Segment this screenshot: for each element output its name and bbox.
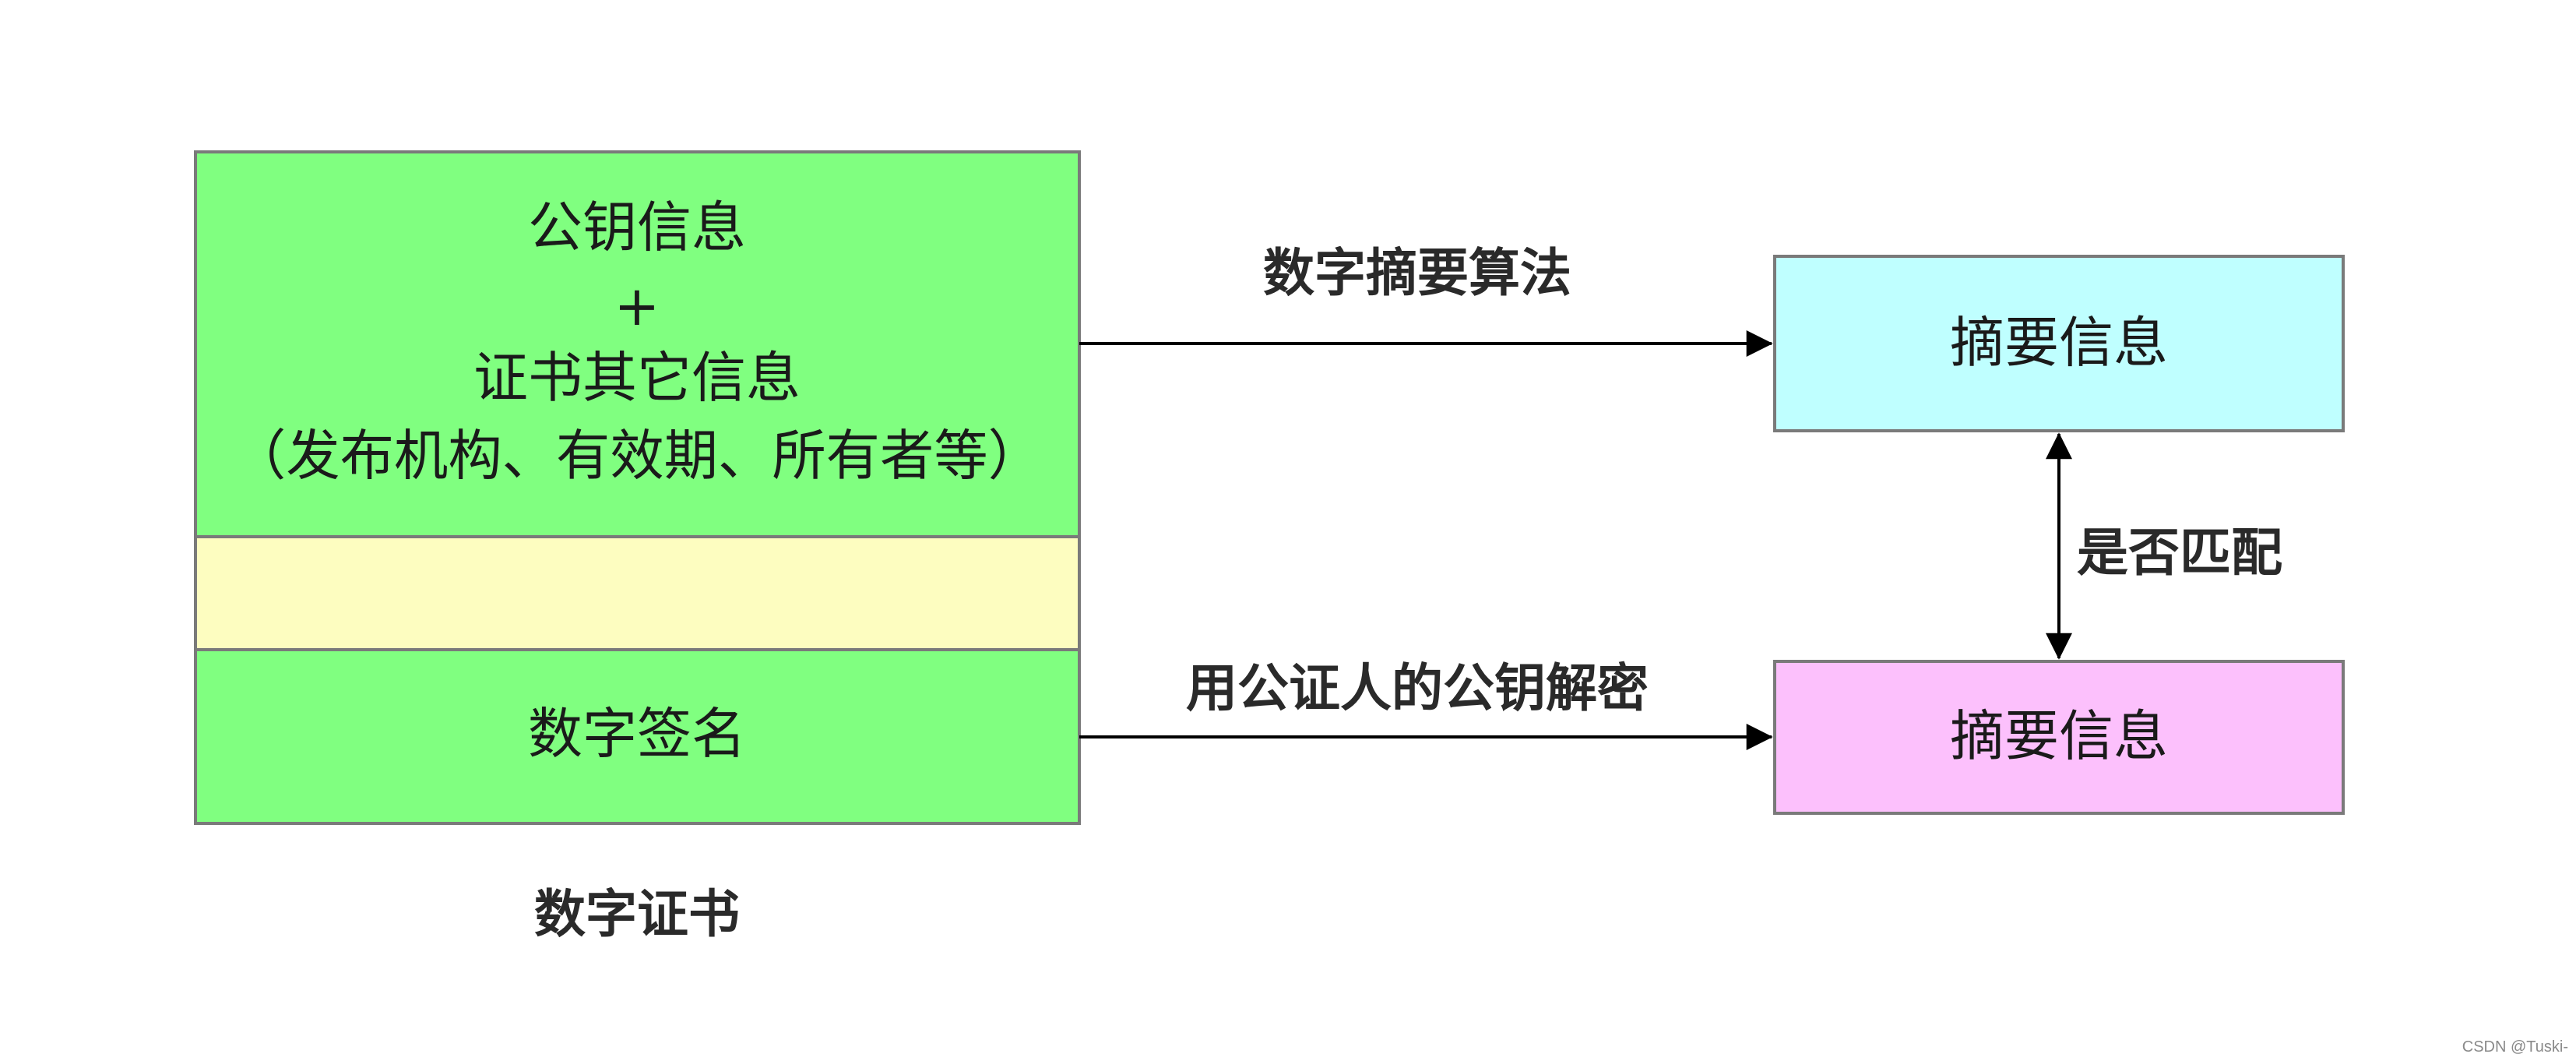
arrow-bottom-label: 用公证人的公钥解密	[1186, 658, 1649, 718]
digest-box-top-label: 摘要信息	[1950, 311, 2168, 375]
certificate-signature-box	[194, 648, 1081, 825]
watermark-text: CSDN @Tuski-	[2462, 1038, 2568, 1056]
certificate-info-box	[194, 150, 1081, 538]
digest-box-top	[1773, 255, 2345, 432]
digest-box-bottom-label: 摘要信息	[1950, 704, 2168, 768]
certificate-info-line-1: 公钥信息	[528, 196, 746, 259]
certificate-info-line-3: 证书其它信息	[473, 346, 801, 410]
certificate-info-line-4: （发布机构、有效期、所有者等）	[232, 424, 1042, 488]
certificate-signature-label: 数字签名	[528, 702, 746, 766]
arrow-vertical-label: 是否匹配	[2077, 523, 2282, 583]
arrow-top-label: 数字摘要算法	[1263, 243, 1571, 303]
certificate-caption: 数字证书	[534, 884, 740, 944]
certificate-middle-section	[194, 535, 1081, 651]
certificate-info-line-2: +	[614, 274, 660, 338]
digest-box-bottom	[1773, 660, 2345, 815]
